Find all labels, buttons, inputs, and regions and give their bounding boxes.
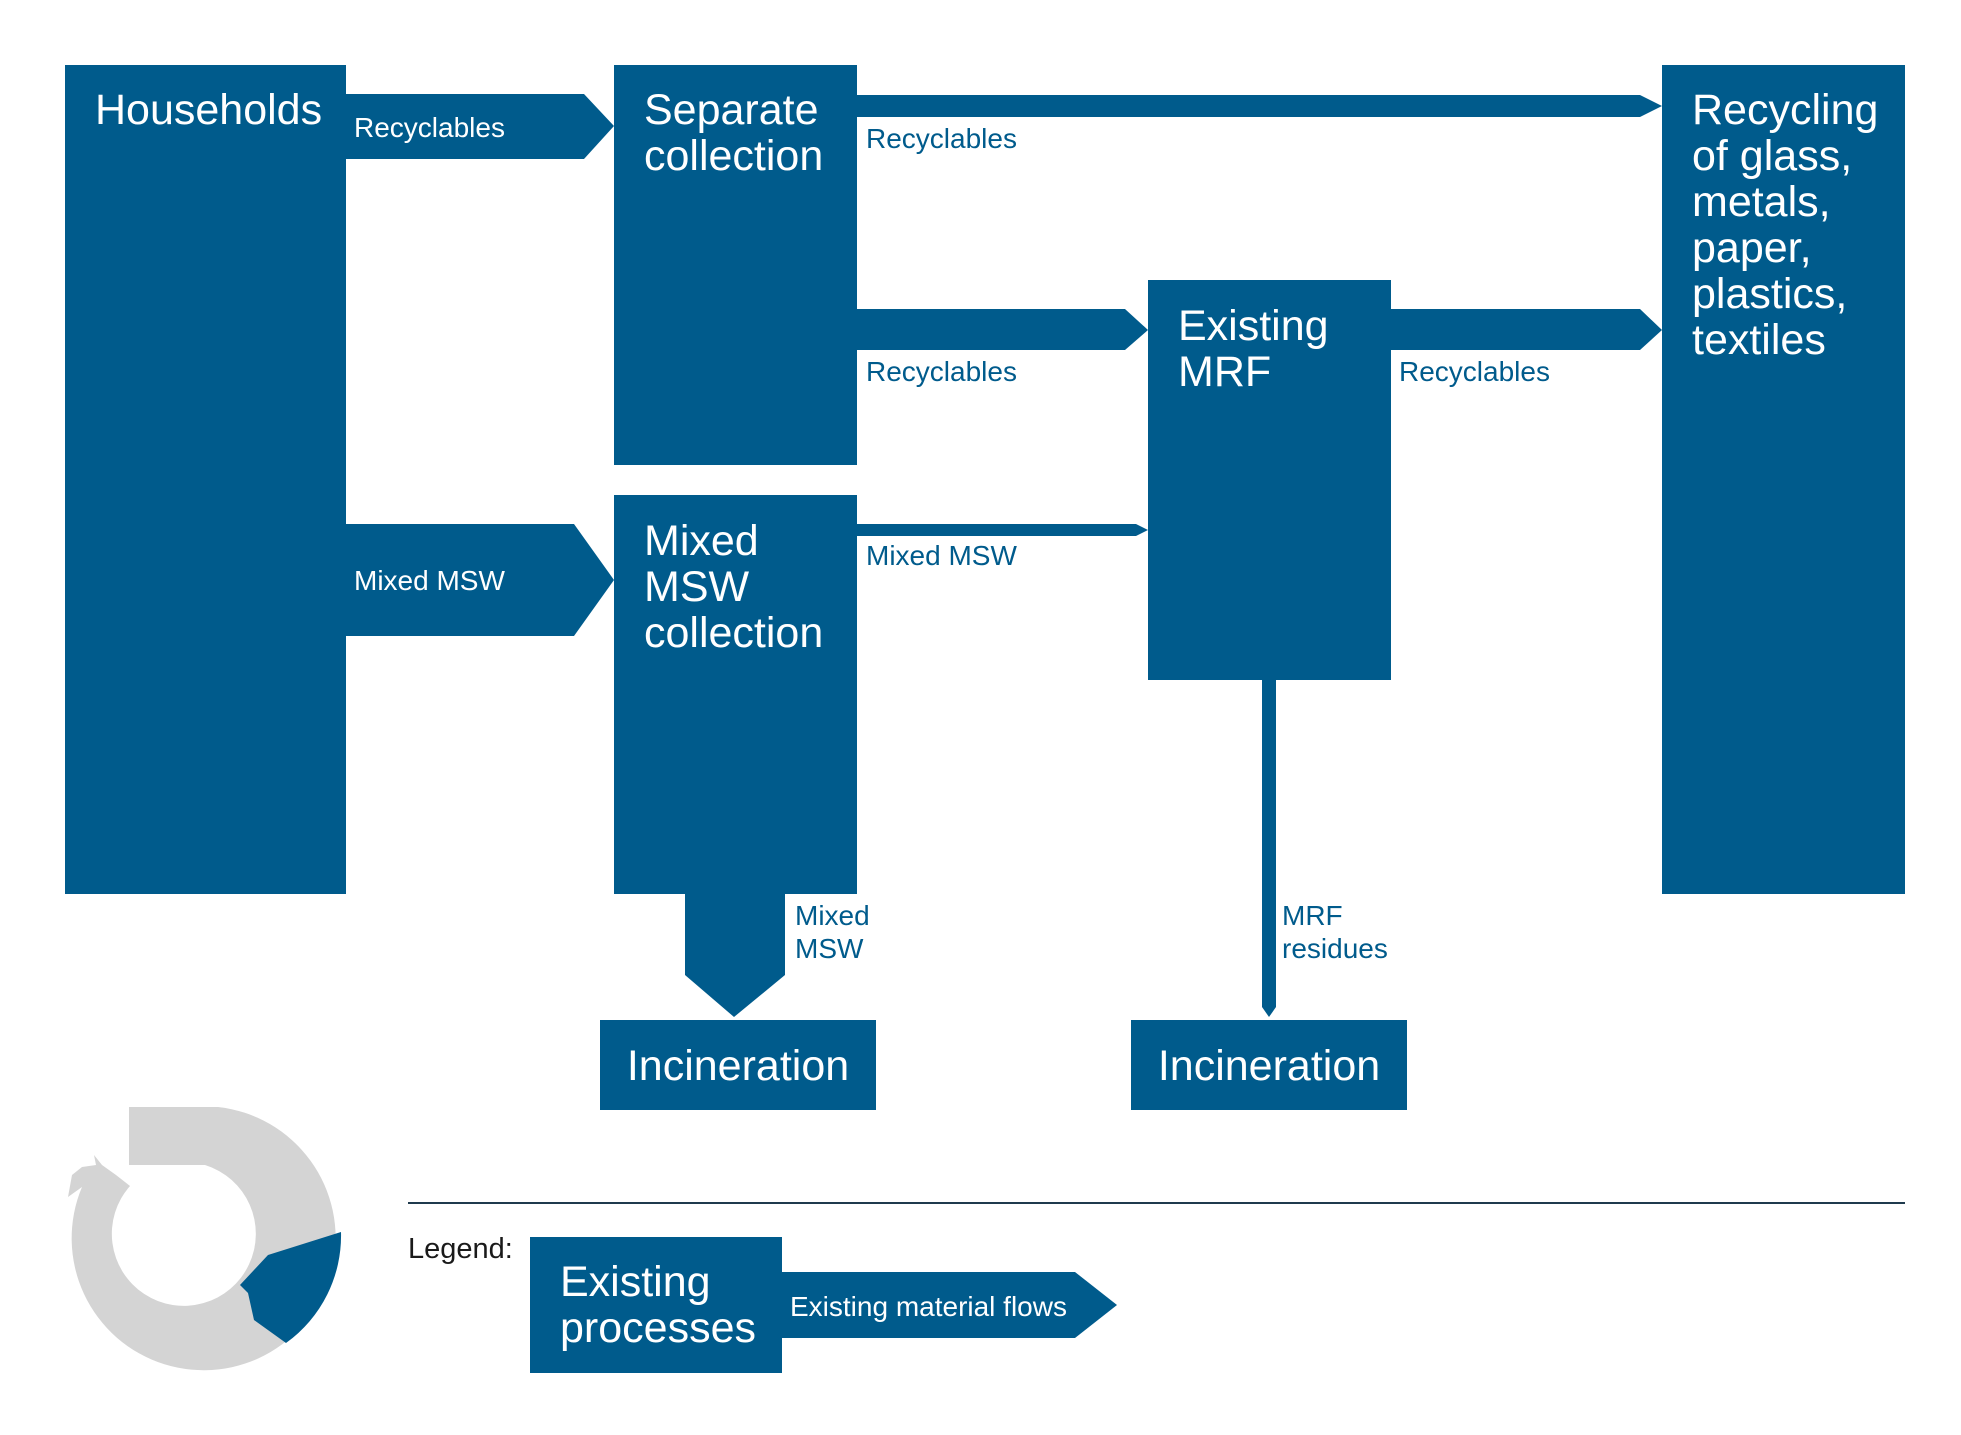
flow-arrow-mrf-to-recycling [1390,309,1662,350]
legend-flow-arrow [780,1272,1117,1338]
legend-process-line: Existing [560,1258,711,1306]
flow-arrow-households-to-mixed [344,524,614,636]
recycling-title-line: of glass, [1692,132,1852,180]
flow-arrow-households-to-separate [344,94,614,159]
process-recycling [1662,65,1905,894]
legend-process-box [530,1237,782,1373]
households-title-line: Households [95,86,322,134]
existing-mrf-title-line: Existing [1178,302,1329,350]
flow-arrow-mixed-to-incineration [685,893,785,1017]
separate-collection-title-line: collection [644,132,823,180]
recycling-title-line: metals, [1692,178,1831,226]
flow-arrow-separate-to-mrf [855,309,1148,350]
flow-label-mixed-to-incineration: Mixed MSW [795,900,877,964]
legend-process-title: Existing processes [560,1258,756,1352]
flow-label-households-to-mixed: Mixed MSW [354,565,505,596]
separate-collection-title: Separate collection [644,86,830,180]
legend-label: Legend: [408,1233,513,1265]
process-existing-mrf [1148,280,1391,680]
flow-arrow-mrf-to-incineration [1262,678,1276,1017]
mixed-msw-collection-title-line: Mixed [644,517,759,565]
flow-label-line: Recyclables [354,112,505,143]
recycling-title-line: textiles [1692,316,1826,364]
process-incineration-1 [600,1020,876,1110]
flow-label-line: MSW [795,933,864,964]
flow-arrow-mixed-to-mrf [855,524,1148,536]
existing-mrf-title: Existing MRF [1178,302,1341,396]
process-mixed-msw-collection [614,495,857,894]
flow-arrow-separate-to-recycling [855,95,1662,117]
mixed-msw-collection-title-line: collection [644,609,823,657]
existing-mrf-title-line: MRF [1178,348,1271,396]
flow-label-separate-to-recycling: Recyclables [866,123,1017,154]
recycling-title-line: plastics, [1692,270,1847,318]
flow-label-line: Mixed [795,900,870,931]
recycling-title-line: paper, [1692,224,1812,272]
recycling-title-line: Recycling [1692,86,1878,134]
incineration-2-title: Incineration [1158,1042,1380,1090]
flow-label-line: Recyclables [866,356,1017,387]
flow-label-mrf-to-incineration: MRF residues [1282,900,1388,964]
legend-flow-label: Existing material flows [790,1291,1067,1322]
legend-process-line: processes [560,1304,756,1352]
process-households [65,65,346,894]
circular-economy-logo-icon [68,1107,342,1371]
flow-label-mrf-to-recycling: Recyclables [1399,356,1550,387]
flow-label-households-to-separate: Recyclables [354,112,505,143]
legend-flow-line: Existing material flows [790,1291,1067,1322]
incineration-2-title-line: Incineration [1158,1042,1380,1090]
mixed-msw-collection-title-line: MSW [644,563,750,611]
flow-label-line: residues [1282,933,1388,964]
flow-label-line: Mixed MSW [354,565,505,596]
process-incineration-2 [1131,1020,1407,1110]
recycling-title: Recycling of glass, metals, paper, plast… [1692,86,1890,364]
separate-collection-title-line: Separate [644,86,819,134]
flow-label-line: MRF [1282,900,1343,931]
flow-label-line: Recyclables [1399,356,1550,387]
flow-label-line: Mixed MSW [866,540,1017,571]
flow-label-mixed-to-mrf: Mixed MSW [866,540,1017,571]
flow-label-separate-to-mrf: Recyclables [866,356,1017,387]
mixed-msw-collection-title: Mixed MSW collection [644,517,823,657]
incineration-1-title: Incineration [627,1042,849,1090]
households-title: Households [95,86,322,134]
incineration-1-title-line: Incineration [627,1042,849,1090]
flow-label-line: Recyclables [866,123,1017,154]
process-separate-collection [614,65,857,465]
